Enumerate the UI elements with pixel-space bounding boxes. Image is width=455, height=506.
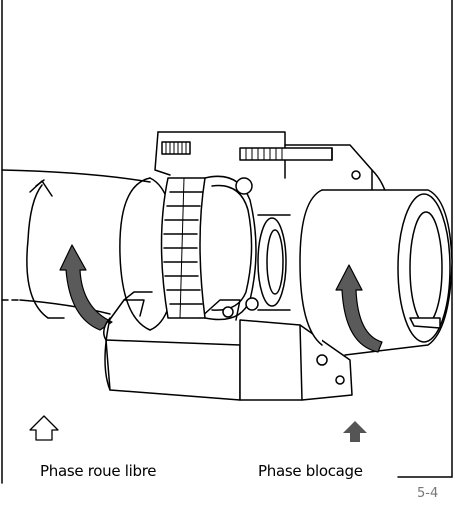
- ball-bearing: [204, 175, 259, 321]
- freewheel-label: Phase roue libre: [40, 462, 157, 480]
- hub-right: [299, 189, 453, 356]
- bolt-top: [239, 147, 333, 161]
- locking-rotation-arrow-right: [335, 264, 383, 353]
- inner-ring-right: [257, 214, 291, 311]
- locking-label: Phase blocage: [258, 462, 363, 480]
- frame-border: [1, 0, 453, 484]
- roller-cage: [160, 177, 206, 319]
- freewheel-rotation-arrow: [26, 179, 65, 319]
- figure-number: 5-4: [417, 486, 439, 501]
- locking-rotation-arrow-left: [59, 244, 113, 331]
- bolt-left: [161, 141, 191, 155]
- solid-up-arrow-icon: [343, 421, 367, 442]
- shaft: [1, 169, 151, 315]
- hollow-up-arrow-icon: [29, 415, 59, 441]
